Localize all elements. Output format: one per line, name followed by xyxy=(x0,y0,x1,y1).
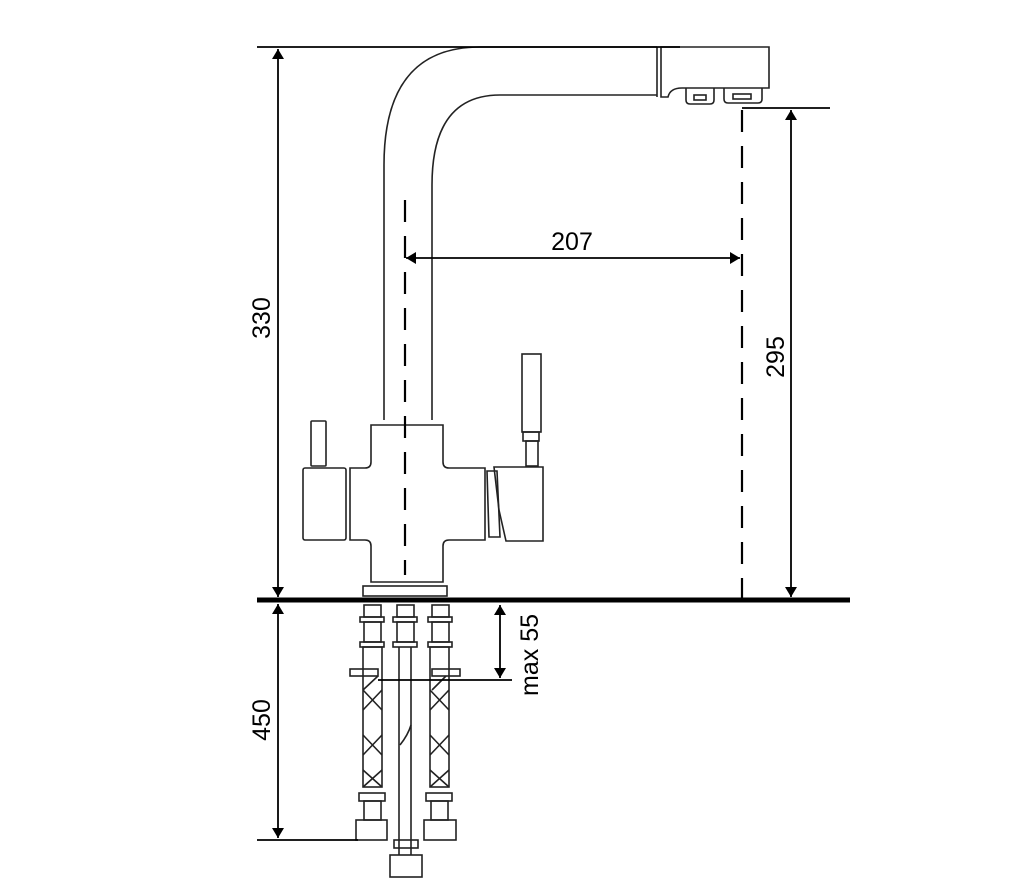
dimension-max-55: max 55 xyxy=(378,605,544,696)
dimension-330: 330 xyxy=(248,46,680,597)
dimension-295: 295 xyxy=(742,107,830,597)
dimension-label-330: 330 xyxy=(248,297,276,339)
dimension-label-max-55: max 55 xyxy=(516,614,544,696)
aerator-outlets xyxy=(685,88,763,105)
dimension-450: 450 xyxy=(248,604,358,841)
dimension-label-295: 295 xyxy=(762,336,790,378)
dimension-207: 207 xyxy=(406,228,740,264)
dimension-label-450: 450 xyxy=(248,699,276,741)
faucet-body xyxy=(349,424,486,597)
right-handle xyxy=(486,353,544,542)
left-handle xyxy=(302,420,347,541)
dimension-label-207: 207 xyxy=(551,228,593,256)
supply-hoses xyxy=(349,604,461,878)
